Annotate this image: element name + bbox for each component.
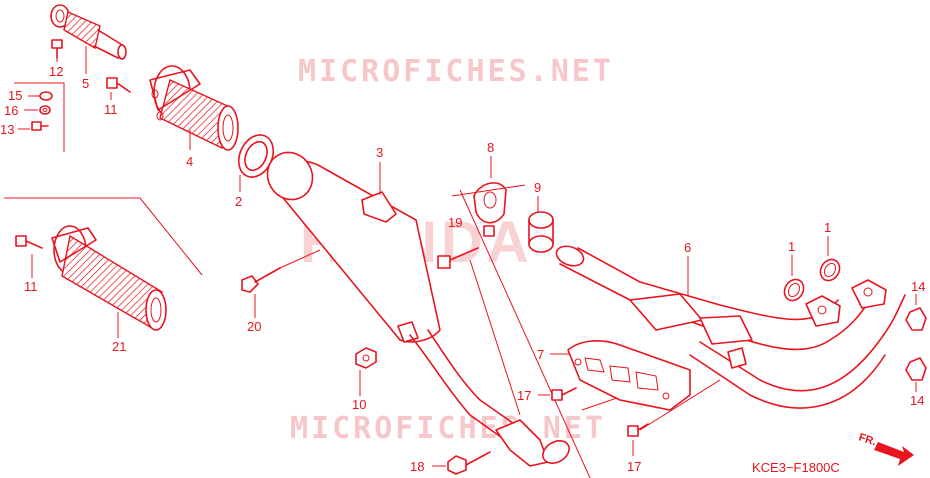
callout-13: 13 xyxy=(0,122,14,137)
callout-17-right: 17 xyxy=(627,459,641,474)
callout-5: 5 xyxy=(82,76,89,91)
callout-1-left: 1 xyxy=(788,239,795,254)
callout-14-upper: 14 xyxy=(911,279,925,294)
callout-9: 9 xyxy=(534,180,541,195)
callout-7: 7 xyxy=(537,347,544,362)
watermark-top: MICROFICHES.NET xyxy=(298,54,614,89)
leader-lines xyxy=(18,46,917,467)
callout-19: 19 xyxy=(448,215,462,230)
callout-8: 8 xyxy=(487,140,494,155)
callout-1-right: 1 xyxy=(824,220,831,235)
callout-21: 21 xyxy=(112,339,126,354)
part-3-muffler xyxy=(266,151,570,467)
callout-15: 15 xyxy=(8,88,22,103)
bolt-18 xyxy=(447,451,491,475)
callout-11-upper: 11 xyxy=(104,102,118,117)
callout-16: 16 xyxy=(4,103,18,118)
part-4-end-cap xyxy=(149,65,239,151)
watermark-bottom: MICROFICHES.NET xyxy=(290,411,606,446)
callout-20: 20 xyxy=(247,319,261,334)
gaskets-1 xyxy=(783,258,841,302)
bolt-11-upper xyxy=(106,77,131,93)
guide-lines xyxy=(4,184,721,478)
drawing-code: KCE3−F1800C xyxy=(752,460,840,475)
part-7-heat-shield xyxy=(567,340,691,411)
small-parts-15-16-13 xyxy=(14,82,65,152)
part-9-gasket xyxy=(528,211,554,253)
part-2-gasket xyxy=(237,134,275,178)
nut-10 xyxy=(355,347,377,369)
arrow-icon xyxy=(874,442,914,466)
front-label: FR. xyxy=(857,431,878,448)
bolt-11-lower xyxy=(15,235,43,249)
front-direction-arrow: FR. xyxy=(857,431,914,466)
callouts: 12 5 15 16 13 11 4 2 3 8 9 19 6 1 1 14 1… xyxy=(0,64,925,474)
callout-18: 18 xyxy=(410,459,424,474)
part-8-clamp xyxy=(473,182,507,237)
nuts-14 xyxy=(905,307,927,381)
callout-2: 2 xyxy=(235,194,242,209)
part-5-tail-pipe xyxy=(50,4,127,60)
bolt-12 xyxy=(51,39,63,59)
bolt-19 xyxy=(437,247,479,269)
callout-6: 6 xyxy=(684,240,691,255)
callout-12: 12 xyxy=(49,64,63,79)
callout-3: 3 xyxy=(376,145,383,160)
callout-11-lower: 11 xyxy=(24,279,38,294)
callout-10: 10 xyxy=(352,397,366,412)
bolts-17 xyxy=(551,387,649,437)
callout-4: 4 xyxy=(186,154,193,169)
callout-17-left: 17 xyxy=(517,388,531,403)
part-21-end-cap xyxy=(51,225,167,331)
part-6-exhaust-pipe xyxy=(555,245,906,409)
callout-14-lower: 14 xyxy=(910,393,924,408)
bolt-20 xyxy=(241,249,321,293)
